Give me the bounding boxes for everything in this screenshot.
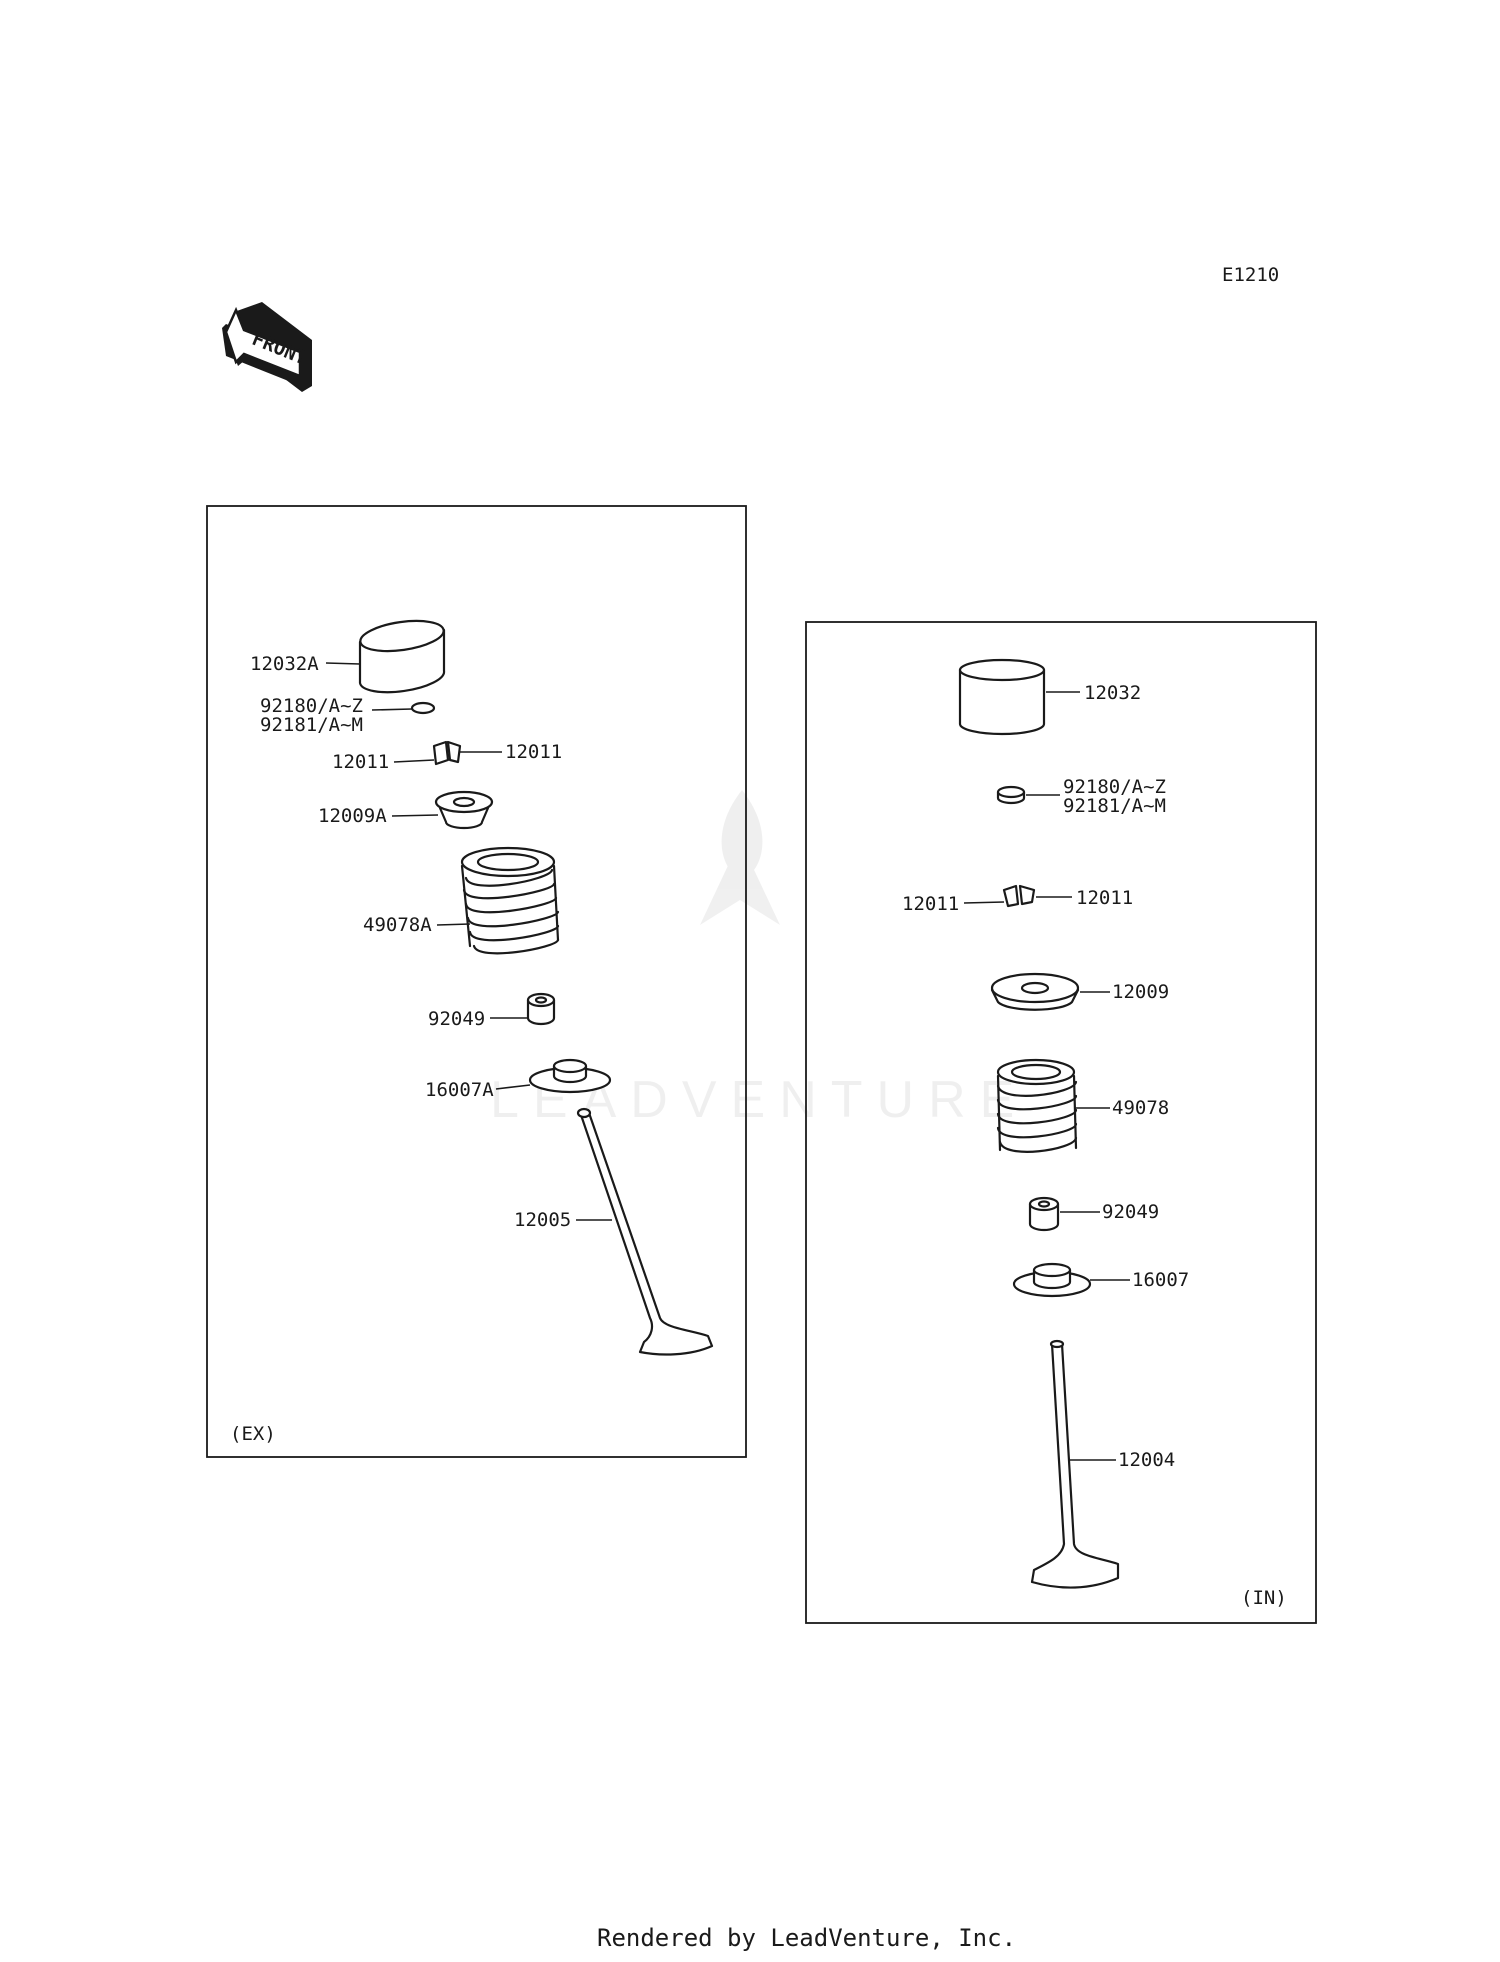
intake-spring — [996, 1058, 1078, 1153]
footer-credit: Rendered by LeadVenture, Inc. — [597, 1924, 1016, 1952]
intake-label-shim-a: 92180/A~Z — [1063, 776, 1166, 798]
intake-label-cotter-right: 12011 — [1076, 887, 1133, 909]
intake-cotters — [1002, 884, 1036, 908]
intake-panel: (IN) 12032 92180/A~Z 92181/A~M 12011 120… — [805, 621, 1317, 1624]
exhaust-shim — [410, 701, 436, 715]
exhaust-label-retainer: 12009A — [318, 805, 387, 827]
exhaust-panel: (EX) 12032A 92180/A~Z 92181/A~M 12011 12… — [206, 505, 747, 1458]
intake-label-valve: 12004 — [1118, 1449, 1175, 1471]
exhaust-retainer — [434, 790, 494, 830]
intake-label-cotter-left: 12011 — [902, 893, 959, 915]
intake-valve — [1030, 1339, 1120, 1589]
exhaust-label-shim-a: 92180/A~Z — [260, 695, 363, 717]
exhaust-panel-border — [206, 505, 747, 1458]
intake-seal — [1028, 1196, 1060, 1232]
exhaust-label-cotter-left: 12011 — [332, 751, 389, 773]
exhaust-cotters — [432, 740, 462, 766]
exhaust-label-seal: 92049 — [428, 1008, 485, 1030]
exhaust-label-shim-b: 92181/A~M — [260, 714, 363, 736]
diagram-code: E1210 — [1222, 264, 1279, 286]
intake-label-retainer: 12009 — [1112, 981, 1169, 1003]
exhaust-label-spring: 49078A — [363, 914, 432, 936]
intake-seat — [1012, 1262, 1092, 1298]
intake-label-shim-b: 92181/A~M — [1063, 795, 1166, 817]
intake-label-seat: 16007 — [1132, 1269, 1189, 1291]
exhaust-seat — [528, 1058, 612, 1094]
exhaust-label-seat: 16007A — [425, 1079, 494, 1101]
intake-retainer — [990, 972, 1080, 1011]
exhaust-spring — [460, 846, 560, 955]
exhaust-seal — [526, 992, 556, 1026]
intake-tag: (IN) — [1241, 1587, 1287, 1609]
intake-panel-border — [805, 621, 1317, 1624]
exhaust-label-tappet: 12032A — [250, 653, 319, 675]
front-arrow-icon: FRONT — [222, 302, 312, 392]
intake-label-tappet: 12032 — [1084, 682, 1141, 704]
exhaust-valve — [576, 1107, 714, 1356]
intake-tappet — [958, 658, 1046, 736]
watermark-logo: LEADVENTURE — [490, 790, 1014, 1129]
intake-label-spring: 49078 — [1112, 1097, 1169, 1119]
exhaust-tag: (EX) — [230, 1423, 276, 1445]
intake-label-seal: 92049 — [1102, 1201, 1159, 1223]
exhaust-label-valve: 12005 — [514, 1209, 571, 1231]
intake-shim — [996, 785, 1026, 805]
exhaust-tappet — [358, 619, 446, 694]
exhaust-label-cotter-right: 12011 — [505, 741, 562, 763]
